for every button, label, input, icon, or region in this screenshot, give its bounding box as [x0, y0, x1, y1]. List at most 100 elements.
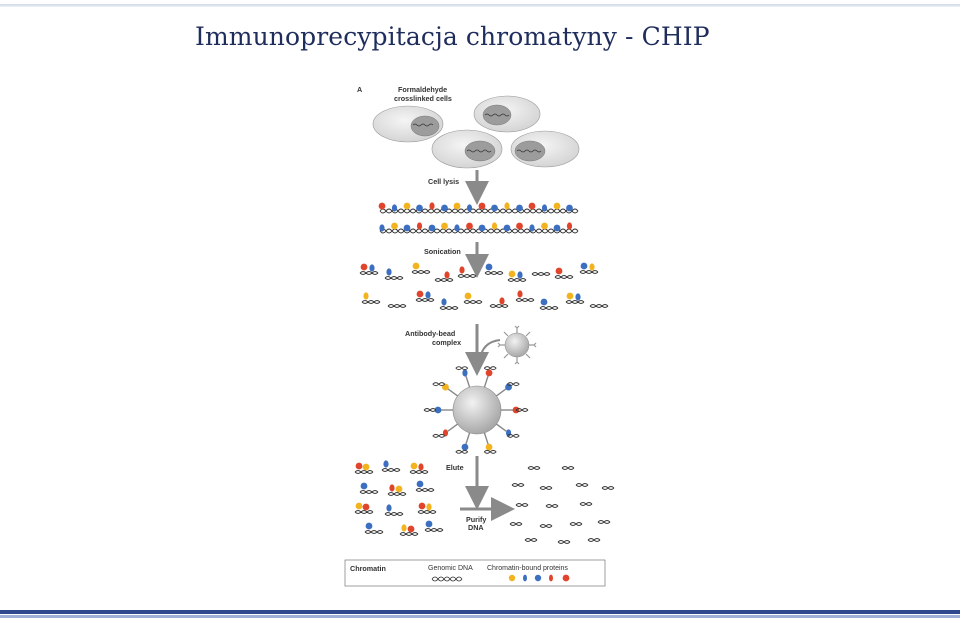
protein: [575, 293, 581, 301]
protein: [485, 443, 493, 451]
protein: [379, 224, 385, 232]
protein: [478, 202, 486, 210]
protein: [517, 290, 523, 298]
protein: [528, 202, 536, 210]
legend-protein-blue-oval-icon: [523, 574, 527, 582]
protein: [360, 482, 368, 490]
legend-protein-blue-icon: [534, 574, 542, 582]
dna-helix: [524, 538, 538, 542]
antibody: [483, 432, 489, 445]
dna-helix: [387, 304, 407, 308]
protein: [540, 298, 548, 306]
dna-helix: [384, 276, 404, 280]
legend-protein-red-oval-icon: [549, 574, 553, 582]
legend-title: Chromatin: [350, 564, 386, 573]
protein: [386, 268, 392, 276]
protein: [441, 298, 447, 306]
protein: [395, 485, 403, 493]
dna-helix: [539, 524, 553, 528]
protein: [401, 524, 407, 532]
chromatin-strands: [378, 202, 579, 234]
protein: [410, 462, 418, 470]
dna-helix: [364, 530, 384, 534]
protein: [425, 520, 433, 528]
protein: [429, 202, 435, 210]
legend-protein-yellow-icon: [508, 574, 516, 582]
dna-helix: [384, 512, 404, 516]
bottom-rule-light: [0, 615, 960, 618]
dna-helix: [359, 271, 379, 275]
cell: [473, 95, 541, 133]
protein: [425, 291, 431, 299]
cell: [372, 105, 444, 143]
dna-helix: [527, 466, 541, 470]
dna-helix: [417, 510, 437, 514]
protein: [503, 224, 511, 232]
protein: [508, 270, 516, 278]
protein: [462, 369, 468, 377]
protein: [566, 222, 573, 230]
protein: [553, 202, 561, 210]
cells-label-line2: crosslinked cells: [394, 94, 452, 103]
dna-helix: [379, 208, 579, 214]
dna-helix: [432, 433, 446, 438]
lysis-label: Cell lysis: [428, 177, 459, 186]
protein: [505, 429, 512, 437]
dna-helix: [455, 366, 469, 371]
dna-helix: [554, 275, 574, 279]
dna-helix: [483, 449, 497, 454]
purified-dna: [509, 466, 615, 544]
crosslinked-cells: [372, 95, 580, 169]
protein: [461, 443, 469, 451]
protein: [541, 222, 548, 230]
protein: [459, 266, 465, 274]
protein: [566, 292, 574, 300]
protein: [416, 222, 423, 230]
protein: [363, 292, 369, 300]
protein: [360, 263, 368, 271]
dna-helix: [457, 274, 477, 278]
dna-helix: [601, 486, 615, 490]
cells-label-line1: Formaldehyde: [398, 85, 447, 94]
protein: [466, 222, 473, 230]
protein: [428, 224, 436, 232]
dna-helix: [424, 528, 444, 532]
elute-label: Elute: [446, 463, 464, 472]
dna-helix: [484, 271, 504, 275]
protein: [378, 202, 386, 210]
antibody: [496, 423, 507, 432]
cell: [510, 130, 580, 168]
antibody-label-line1: Antibody-bead: [405, 329, 455, 338]
protein: [355, 502, 363, 510]
protein: [464, 292, 472, 300]
antibody-bead-complex: [497, 325, 537, 365]
dna-helix: [415, 488, 435, 492]
dna-helix: [409, 470, 429, 474]
protein: [403, 224, 411, 232]
dna-helix: [399, 532, 419, 536]
dna-helix: [597, 520, 611, 524]
protein: [389, 484, 395, 492]
dna-helix: [381, 468, 401, 472]
purify-label-line2: DNA: [468, 523, 484, 532]
dna-helix: [557, 540, 571, 544]
antibody: [465, 432, 471, 445]
antibody: [447, 423, 458, 432]
dna-helix: [589, 304, 609, 308]
antibody: [496, 388, 507, 397]
top-decorative-rule: [0, 4, 960, 7]
protein: [517, 271, 523, 279]
antibody: [465, 375, 471, 388]
protein: [555, 267, 563, 275]
protein: [412, 262, 420, 270]
dna-helix: [507, 278, 527, 282]
protein: [453, 202, 461, 210]
dna-helix: [354, 510, 374, 514]
dna-helix: [515, 408, 529, 412]
legend-proteins-label: Chromatin-bound proteins: [487, 565, 568, 572]
protein: [434, 406, 442, 414]
protein: [589, 263, 595, 271]
dna-helix: [455, 449, 469, 454]
protein: [491, 222, 498, 230]
dna-helix: [423, 408, 437, 412]
